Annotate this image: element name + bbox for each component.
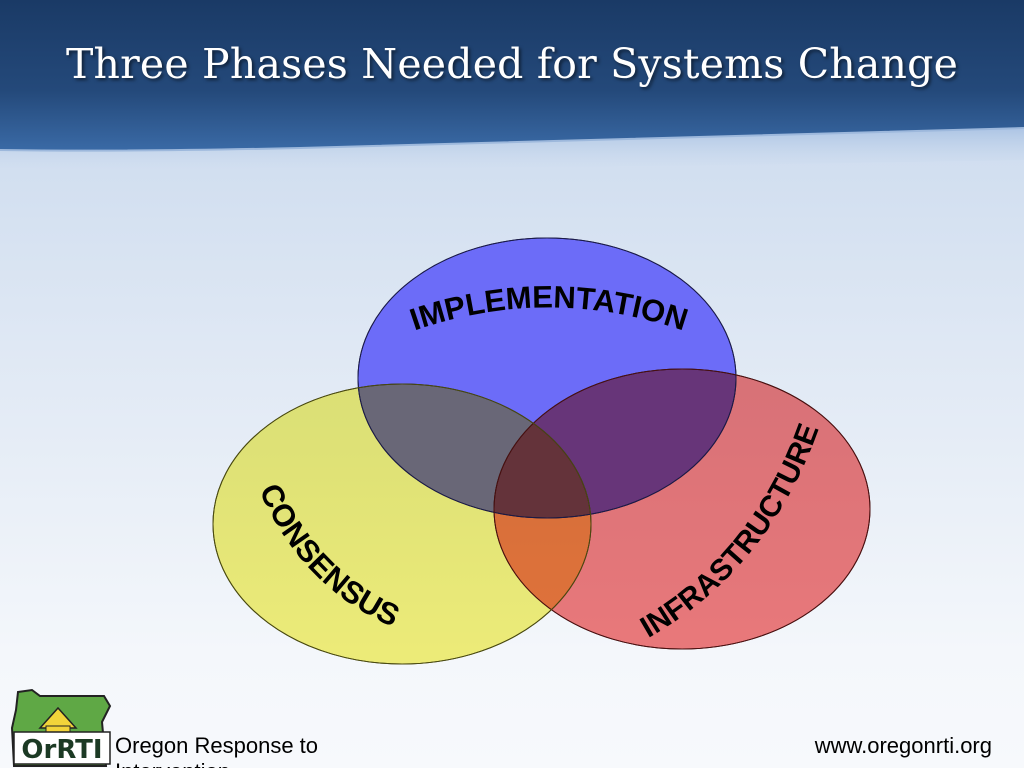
- implementation-circle-outline: [357, 237, 737, 519]
- slide-title: Three Phases Needed for Systems Change: [65, 40, 959, 88]
- organization-name: Oregon Response to Intervention: [115, 733, 319, 768]
- consensus-circle-outline: [212, 383, 592, 665]
- logo-text: OrRTI: [21, 735, 102, 765]
- orrti-logo: OrRTI: [10, 688, 112, 767]
- website-url: www.oregonrti.org: [814, 733, 992, 758]
- header-banner: [0, 0, 1024, 169]
- infrastructure-circle-outline: [493, 368, 871, 650]
